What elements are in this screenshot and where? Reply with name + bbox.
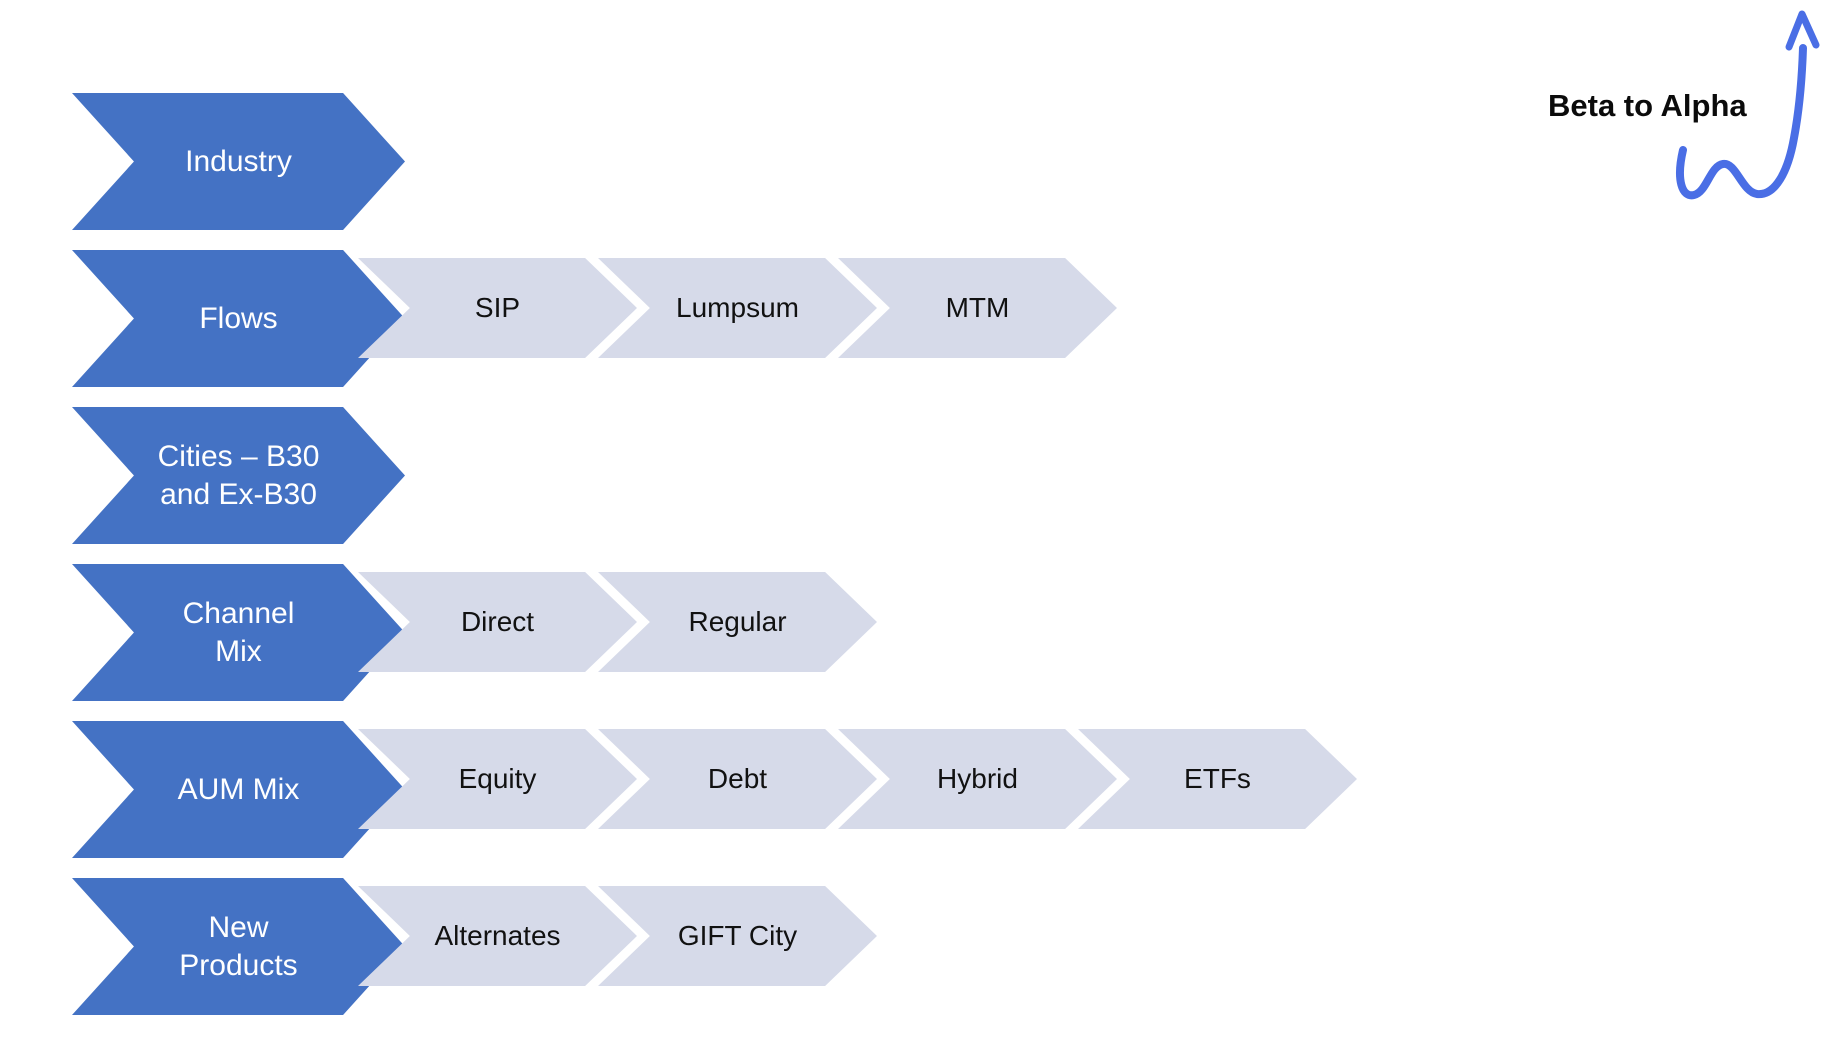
sub-label: ETFs xyxy=(1184,763,1251,795)
stage-chevron-industry: Industry xyxy=(72,93,405,230)
sub-label: SIP xyxy=(474,292,521,324)
sub-label: Direct xyxy=(460,606,535,638)
beta-to-alpha-label: Beta to Alpha xyxy=(1548,88,1747,123)
sub-label: Hybrid xyxy=(937,763,1018,795)
sub-chevron-equity: Equity xyxy=(358,729,637,829)
sub-chevron-mtm: MTM xyxy=(838,258,1117,358)
sub-chevron-etfs: ETFs xyxy=(1078,729,1357,829)
sub-chevron-lumpsum: Lumpsum xyxy=(598,258,877,358)
sub-label: MTM xyxy=(945,292,1010,324)
sub-chevron-alternates: Alternates xyxy=(358,886,637,986)
stage-label: New Products xyxy=(179,911,298,982)
sub-label: Debt xyxy=(707,763,768,795)
sub-label: Equity xyxy=(458,763,537,795)
sub-chevron-sip: SIP xyxy=(358,258,637,358)
stage-label: Cities – B30 and Ex-B30 xyxy=(157,440,320,511)
stage-chevron-new-products: New Products xyxy=(72,878,405,1015)
sub-label: Alternates xyxy=(434,920,561,952)
stage-label: Flows xyxy=(199,301,278,335)
beta-to-alpha-arrow-icon xyxy=(1676,10,1820,200)
stage-chevron-aum-mix: AUM Mix xyxy=(72,721,405,858)
stage-label: Channel Mix xyxy=(182,597,295,668)
sub-label: Regular xyxy=(688,606,787,638)
sub-chevron-hybrid: Hybrid xyxy=(838,729,1117,829)
sub-chevron-direct: Direct xyxy=(358,572,637,672)
sub-chevron-gift-city: GIFT City xyxy=(598,886,877,986)
stage-label: Industry xyxy=(185,144,292,178)
stage-chevron-channel-mix: Channel Mix xyxy=(72,564,405,701)
stage-label: AUM Mix xyxy=(177,772,300,806)
sub-chevron-regular: Regular xyxy=(598,572,877,672)
stage-chevron-flows: Flows xyxy=(72,250,405,387)
sub-label: Lumpsum xyxy=(676,292,799,324)
stage-chevron-cities-b30-and-ex-b30: Cities – B30 and Ex-B30 xyxy=(72,407,405,544)
sub-chevron-debt: Debt xyxy=(598,729,877,829)
sub-label: GIFT City xyxy=(677,920,798,952)
